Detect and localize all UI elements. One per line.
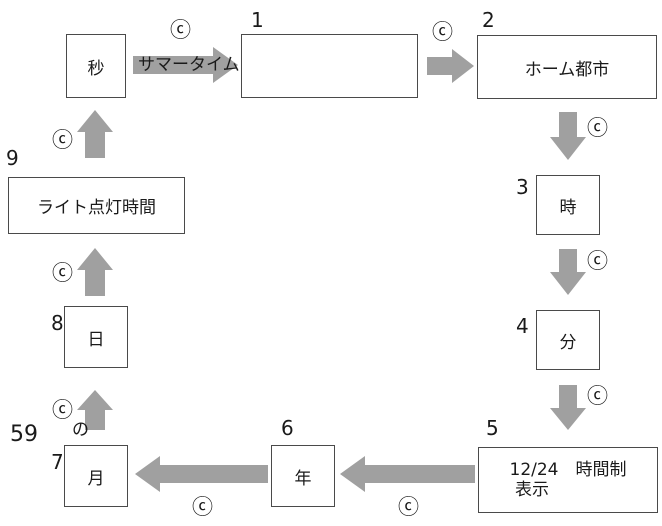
step-number-1: 1 — [251, 8, 264, 32]
c-marker-step4-arrow: ⓒ — [587, 384, 608, 408]
box-step6-label: 年 — [294, 468, 312, 489]
step-number-6: 6 — [281, 416, 294, 440]
box-step4-label: 分 — [559, 332, 577, 353]
c-marker-step9-arrow: ⓒ — [52, 128, 73, 152]
c-marker-step8-arrow: ⓒ — [52, 261, 73, 285]
box-step8-day: 日 — [64, 306, 128, 368]
c-marker-seconds-arrow: ⓒ — [170, 18, 191, 42]
arrow-step3-to-step4 — [550, 249, 586, 295]
box-step9-light-duration: ライト点灯時間 — [8, 177, 185, 234]
arrow-step8-to-step9 — [77, 248, 113, 296]
step-number-3: 3 — [516, 175, 529, 199]
c-marker-step5-arrow: ⓒ — [398, 495, 419, 519]
arrow-step2-to-step3 — [550, 112, 586, 160]
summer-time-label: サマータイム — [138, 55, 240, 75]
arrow-step9-to-seconds — [77, 110, 113, 158]
box-step5-time-format: 12/24 時間制 表示 — [478, 447, 658, 513]
box-step9-label: ライト点灯時間 — [37, 198, 156, 218]
arrow-step6-to-step7 — [135, 456, 268, 492]
c-marker-step6-arrow: ⓒ — [192, 495, 213, 519]
arrow-seconds-to-summer-time — [133, 47, 238, 83]
box-step1 — [241, 34, 418, 98]
step-number-5: 5 — [486, 416, 499, 440]
arrow-step4-to-step5 — [550, 385, 586, 430]
c-marker-step7-arrow: ⓒ — [52, 398, 73, 422]
box-step8-label: 日 — [87, 329, 105, 350]
box-seconds-label: 秒 — [87, 58, 105, 79]
box-seconds: 秒 — [66, 34, 126, 98]
c-marker-step3-arrow: ⓒ — [587, 249, 608, 273]
box-step5-line2: 表示 — [515, 480, 549, 500]
step-number-8: 8 — [51, 311, 64, 335]
box-step7-label: 月 — [87, 468, 105, 489]
arrow-step7-to-step8 — [77, 390, 113, 430]
box-step3-label: 時 — [559, 197, 577, 218]
arrow-step1-to-step2 — [427, 49, 474, 83]
step-number-7: 7 — [51, 450, 64, 474]
c-marker-step1-arrow: ⓒ — [432, 20, 453, 44]
box-step5-line1: 12/24 時間制 — [509, 459, 627, 480]
box-step2-home-city: ホーム都市 — [477, 35, 657, 99]
box-step2-label: ホーム都市 — [524, 59, 610, 80]
step-number-4: 4 — [516, 314, 529, 338]
annotation-no: の — [72, 420, 89, 440]
box-step4-minute: 分 — [536, 310, 600, 370]
box-step7-month: 月 — [64, 445, 128, 507]
annotation-59: 59 — [10, 422, 38, 447]
arrow-step5-to-step6 — [340, 456, 475, 492]
box-step6-year: 年 — [271, 445, 335, 507]
c-marker-step2-arrow: ⓒ — [587, 116, 608, 140]
step-number-2: 2 — [482, 8, 495, 32]
step-number-9: 9 — [6, 146, 19, 170]
box-step3-hour: 時 — [536, 175, 600, 235]
